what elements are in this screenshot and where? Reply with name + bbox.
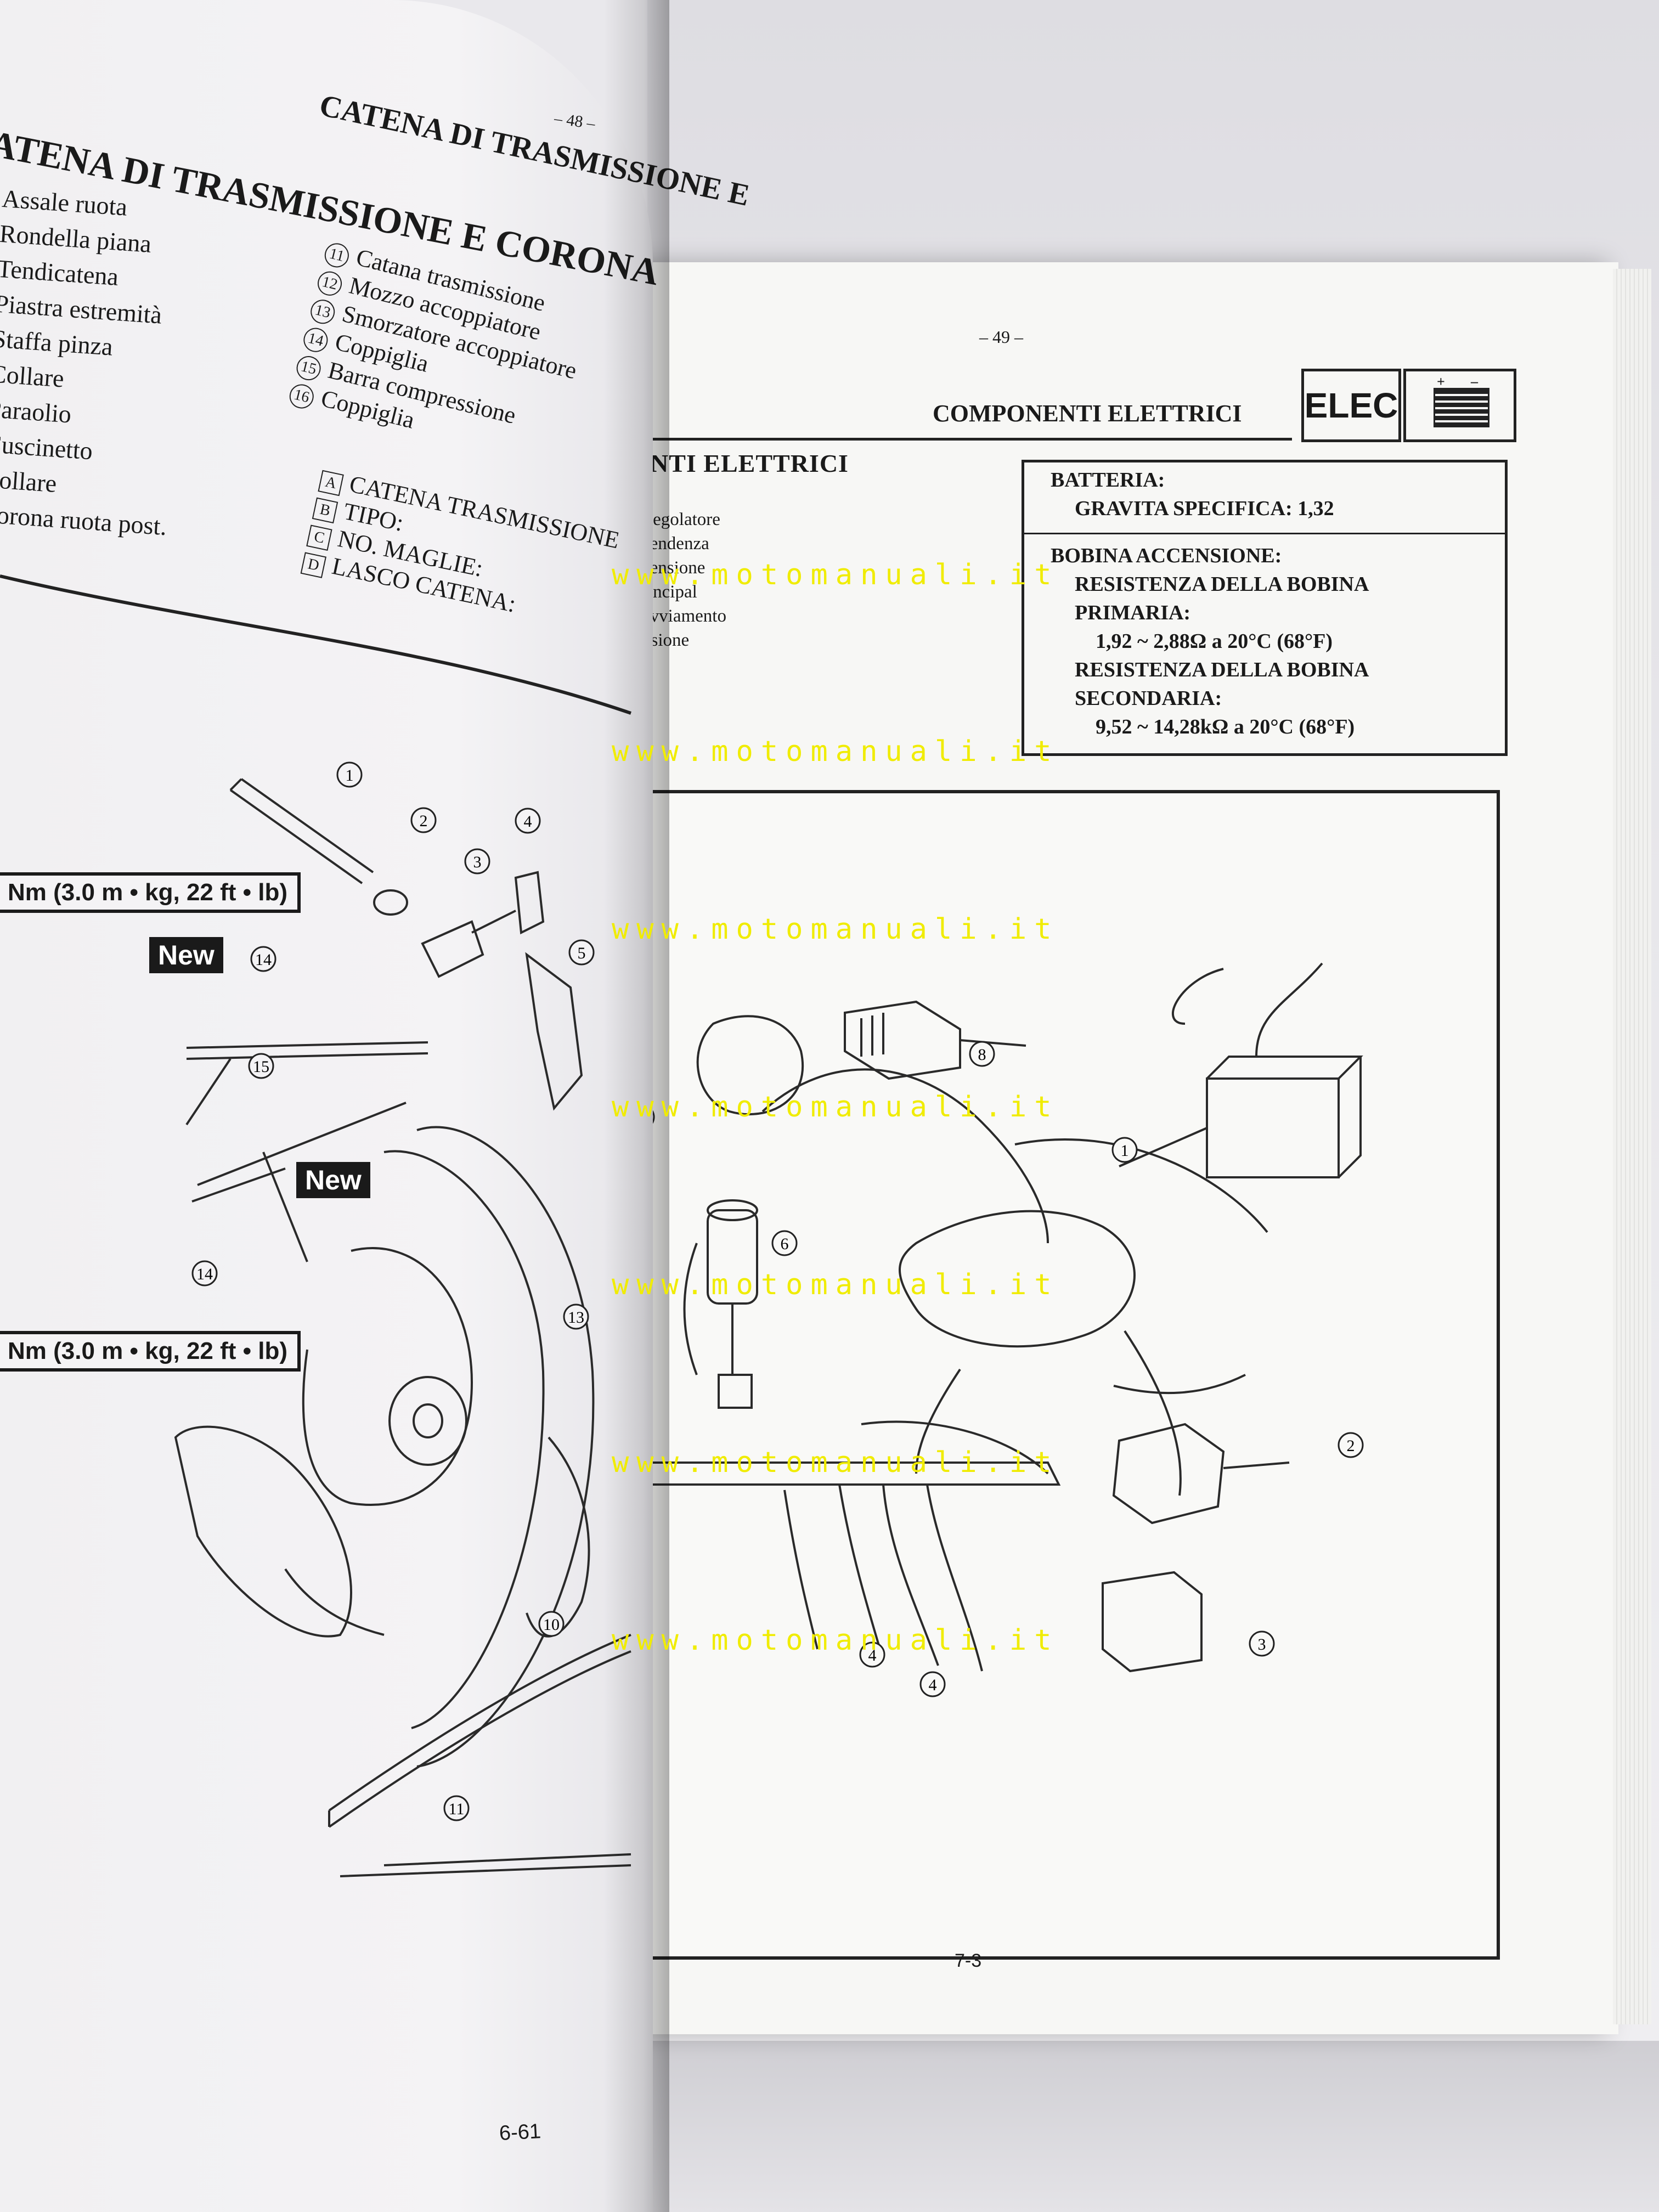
- right-page-number: – 49 –: [979, 327, 1023, 347]
- torque-spec-2: Nm (3.0 m • kg, 22 ft • lb): [0, 1331, 301, 1372]
- electrical-components-diagram: 8 1 7 6 2 3 4 4: [631, 962, 1364, 1697]
- callout-14b: 14: [196, 1265, 213, 1283]
- list-item: avviamento: [642, 606, 726, 626]
- left-page: – 48 – CATENA DI TRASMISSIONE E ATENA DI…: [0, 0, 753, 2212]
- watermark: www.motomanuali.it: [612, 558, 1059, 591]
- callout-10: 10: [543, 1616, 560, 1634]
- right-page-title: COMPONENTI ELETTRICI: [933, 400, 1242, 427]
- spec-line: PRIMARIA:: [1075, 601, 1191, 624]
- list-item: /regolatore: [642, 510, 720, 529]
- callout-2: 2: [420, 812, 428, 830]
- watermark: www.motomanuali.it: [612, 735, 1059, 768]
- background-bottom: [549, 2041, 1659, 2212]
- spec-line: BATTERIA:: [1051, 469, 1165, 492]
- callout-11: 11: [449, 1800, 465, 1818]
- callout-4: 4: [524, 812, 532, 831]
- page-fold-shadow: [603, 0, 669, 2212]
- elec-badge: ELEC: [1301, 369, 1401, 442]
- callout-6: 6: [781, 1235, 789, 1253]
- spec-line: SECONDARIA:: [1075, 687, 1222, 710]
- callout-4b: 4: [868, 1646, 877, 1664]
- watermark: www.motomanuali.it: [612, 1446, 1059, 1479]
- watermark: www.motomanuali.it: [612, 913, 1059, 946]
- watermark: www.motomanuali.it: [612, 1091, 1059, 1124]
- callout-5: 5: [578, 944, 586, 962]
- battery-icon: [1434, 388, 1489, 427]
- callout-13: 13: [568, 1308, 584, 1327]
- callout-1: 1: [1121, 1142, 1129, 1160]
- callout-2: 2: [1347, 1437, 1355, 1455]
- spec-divider: [1024, 533, 1505, 534]
- rear-wheel-exploded-diagram: 1 2 3 4 5 14 15 14 13 10 11: [174, 761, 631, 1877]
- battery-badge: + –: [1403, 369, 1516, 442]
- left-page-paper: [0, 0, 653, 2212]
- callout-8: 8: [978, 1046, 986, 1064]
- list-item: cendenza: [642, 534, 709, 554]
- right-section-heading: NTI ELETTRICI: [650, 449, 849, 477]
- callout-15: 15: [253, 1058, 269, 1076]
- torque-spec-1: Nm (3.0 m • kg, 22 ft • lb): [0, 872, 301, 913]
- electrical-diagram-frame: 8 1 7 6 2 3 4 4: [631, 790, 1500, 1960]
- spec-line: GRAVITA SPECIFICA: 1,32: [1075, 497, 1334, 520]
- spec-line: RESISTENZA DELLA BOBINA: [1075, 573, 1369, 596]
- battery-minus-label: –: [1471, 374, 1478, 390]
- callout-3: 3: [1258, 1635, 1266, 1654]
- left-page-footer: 6-61: [498, 2120, 542, 2145]
- title-rule: [631, 438, 1292, 441]
- callout-1: 1: [346, 766, 354, 785]
- new-badge-1: New: [149, 937, 223, 973]
- watermark: www.motomanuali.it: [612, 1624, 1059, 1657]
- callout-4: 4: [929, 1676, 937, 1694]
- spec-box: BATTERIA: GRAVITA SPECIFICA: 1,32 BOBINA…: [1022, 460, 1508, 756]
- spec-line: BOBINA ACCENSIONE:: [1051, 544, 1282, 567]
- left-divider-curve: [0, 574, 631, 715]
- battery-plus-label: +: [1437, 374, 1445, 390]
- callout-3: 3: [473, 853, 482, 871]
- spec-line: 9,52 ~ 14,28kΩ a 20°C (68°F): [1096, 715, 1355, 738]
- spec-line: 1,92 ~ 2,88Ω a 20°C (68°F): [1096, 630, 1333, 653]
- callout-14: 14: [255, 951, 272, 969]
- right-page-footer: 7-3: [955, 1950, 982, 1971]
- spec-line: RESISTENZA DELLA BOBINA: [1075, 658, 1369, 681]
- watermark: www.motomanuali.it: [612, 1268, 1059, 1301]
- new-badge-2: New: [296, 1162, 370, 1198]
- right-page-edges: [1613, 269, 1651, 2024]
